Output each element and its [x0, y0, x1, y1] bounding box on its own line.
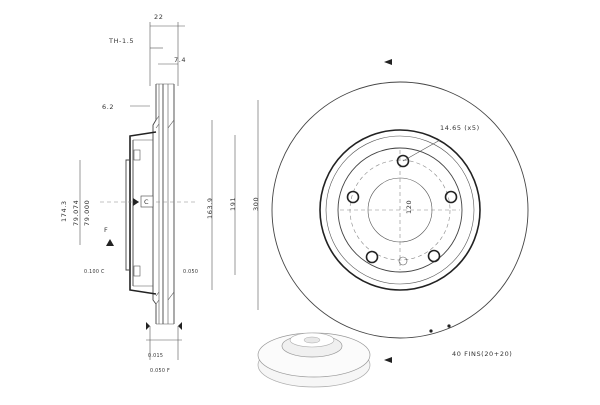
dim-hat-thickness: 6.2: [102, 103, 114, 111]
hat-outer-circle: [319, 129, 481, 291]
dot-1: [429, 329, 433, 333]
disc-outer-face-left: [152, 84, 157, 324]
locator-hole: [398, 256, 408, 266]
dim-outer-diameter: 300: [252, 197, 260, 211]
side-section-view: [79, 22, 259, 360]
dot-2: [447, 324, 451, 328]
hat-detail-top: [133, 149, 141, 161]
datum-c-label: C: [144, 198, 149, 206]
bolt-leader: [402, 139, 441, 162]
dim-th-min: TH-1.5: [108, 37, 134, 45]
hat-outline: [129, 131, 157, 295]
hat-detail-bottom: [133, 265, 141, 277]
dim-friction-diameter: 191: [229, 197, 237, 211]
dim-top-width: 22: [154, 13, 163, 21]
datum-c-arrow: [133, 198, 139, 206]
pcd-label: 120: [405, 200, 413, 214]
dim-bore-min: 79.000: [83, 200, 91, 226]
bolt-hole-4: [427, 249, 441, 263]
datum-c-box: [140, 195, 154, 208]
top-marker: [384, 59, 392, 65]
dim-bore-max: 79.074: [72, 200, 80, 226]
hat-inner-lines: [133, 139, 153, 287]
dim-flange-thickness: 7.4: [174, 56, 186, 64]
hat-step-circle: [325, 135, 475, 285]
tolerance-left: 0.100 C: [84, 269, 105, 275]
bolt-hole-1: [396, 154, 410, 168]
dim-hat-inner: 163.9: [206, 197, 214, 219]
tolerance-right: 0.050: [183, 269, 198, 275]
bolt-hole-5: [444, 190, 458, 204]
iso-bore: [303, 336, 321, 344]
bottom-marker: [384, 357, 392, 363]
front-view: [271, 59, 529, 363]
section-hatching: [155, 115, 175, 305]
tolerance-flatness-bottom: 0.050 F: [150, 368, 170, 374]
bolt-hole-3: [365, 250, 379, 264]
hub-flange: [125, 159, 130, 271]
tolerance-parallelism: 0.015: [148, 353, 163, 359]
datum-f-label: F: [104, 226, 108, 234]
bolt-hole-label: 14.65 (x5): [440, 124, 480, 132]
bottom-tolerance-markers: [146, 322, 182, 360]
outer-disc-circle: [271, 81, 529, 339]
hub-face-circle: [337, 147, 463, 273]
bolt-hole-2: [346, 190, 360, 204]
isometric-thumbnail: [257, 332, 371, 388]
fins-label: 40 FINS(20+20): [452, 350, 512, 358]
dim-pilot-diameter: 174.3: [60, 200, 68, 222]
datum-f-arrow: [106, 239, 114, 246]
